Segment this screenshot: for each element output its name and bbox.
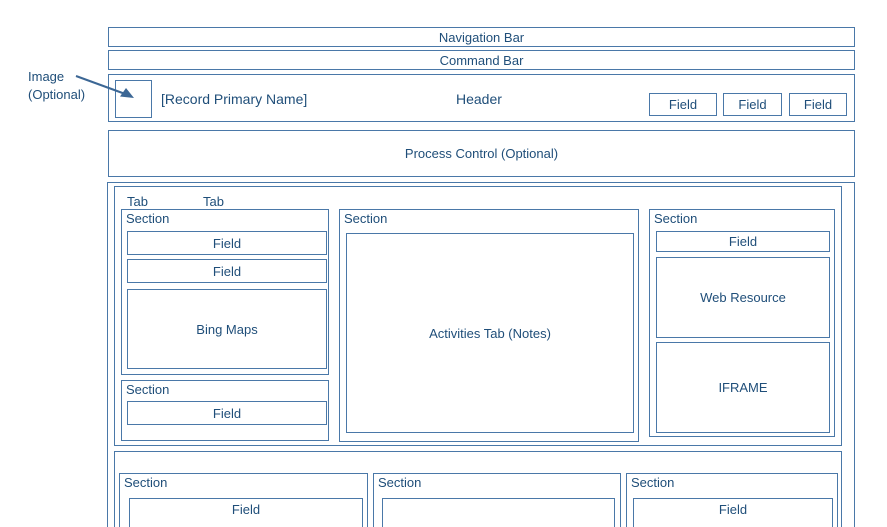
header-field-3: Field bbox=[789, 93, 847, 116]
field-bottom-3-label: Field bbox=[718, 502, 748, 517]
section-right-label: Section bbox=[654, 211, 698, 226]
header-field-1: Field bbox=[649, 93, 717, 116]
activities-notes-label: Activities Tab (Notes) bbox=[429, 325, 551, 341]
field-right-1-label: Field bbox=[728, 234, 758, 249]
header-field-1-label: Field bbox=[668, 97, 698, 112]
tab-label-2: Tab bbox=[203, 194, 224, 209]
process-control-bar: Process Control (Optional) bbox=[108, 130, 855, 177]
header-field-2: Field bbox=[723, 93, 782, 116]
section-left-bottom-label: Section bbox=[126, 382, 170, 397]
field-left-3-label: Field bbox=[212, 405, 242, 421]
header-field-3-label: Field bbox=[803, 97, 833, 112]
iframe-box: IFRAME bbox=[656, 342, 830, 433]
field-bottom-1-label: Field bbox=[231, 502, 261, 517]
navigation-bar: Navigation Bar bbox=[108, 27, 855, 47]
process-control-label: Process Control (Optional) bbox=[404, 146, 559, 161]
field-bottom-2 bbox=[382, 498, 615, 527]
field-right-1: Field bbox=[656, 231, 830, 252]
section-bottom-3: Section Field bbox=[626, 473, 838, 527]
record-image-box bbox=[115, 80, 152, 118]
command-bar: Command Bar bbox=[108, 50, 855, 70]
field-left-1-label: Field bbox=[212, 235, 242, 251]
field-left-2-label: Field bbox=[212, 263, 242, 279]
image-optional-label-line2: (Optional) bbox=[28, 87, 86, 102]
section-middle-label: Section bbox=[344, 211, 388, 226]
section-left-top: Section Field Field Bing Maps bbox=[121, 209, 329, 375]
section-left-bottom: Section Field bbox=[121, 380, 329, 441]
section-bottom-3-label: Section bbox=[631, 475, 675, 490]
section-left-top-label: Section bbox=[126, 211, 170, 226]
web-resource-box: Web Resource bbox=[656, 257, 830, 338]
image-optional-label-line1: Image bbox=[28, 69, 65, 84]
section-bottom-1-label: Section bbox=[124, 475, 168, 490]
field-bottom-3: Field bbox=[633, 498, 833, 527]
command-bar-label: Command Bar bbox=[439, 52, 524, 68]
header-label: Header bbox=[456, 91, 502, 107]
header-bar: [Record Primary Name] Header Field Field… bbox=[108, 74, 855, 122]
section-bottom-2: Section bbox=[373, 473, 621, 527]
section-bottom-2-label: Section bbox=[378, 475, 422, 490]
bing-maps-label: Bing Maps bbox=[196, 321, 258, 337]
image-annotation-arrow-icon bbox=[75, 75, 134, 98]
section-bottom-1: Section Field bbox=[119, 473, 368, 527]
secondary-tab-group: Section Field Section Section Field bbox=[114, 451, 842, 527]
header-field-2-label: Field bbox=[738, 97, 767, 112]
section-right: Section Field Web Resource IFRAME bbox=[649, 209, 835, 437]
navigation-bar-label: Navigation Bar bbox=[438, 29, 525, 45]
main-tab-group: Tab Tab Section Field Field Bing Maps Se… bbox=[114, 186, 842, 446]
activities-notes-box: Activities Tab (Notes) bbox=[346, 233, 634, 433]
field-left-1: Field bbox=[127, 231, 327, 255]
bing-maps-box: Bing Maps bbox=[127, 289, 327, 369]
field-left-2: Field bbox=[127, 259, 327, 283]
tab-label-1: Tab bbox=[127, 194, 148, 209]
web-resource-label: Web Resource bbox=[700, 290, 786, 305]
record-primary-name: [Record Primary Name] bbox=[161, 91, 308, 107]
iframe-label: IFRAME bbox=[718, 380, 768, 395]
field-bottom-1: Field bbox=[129, 498, 363, 527]
section-middle: Section Activities Tab (Notes) bbox=[339, 209, 639, 442]
field-left-3: Field bbox=[127, 401, 327, 425]
